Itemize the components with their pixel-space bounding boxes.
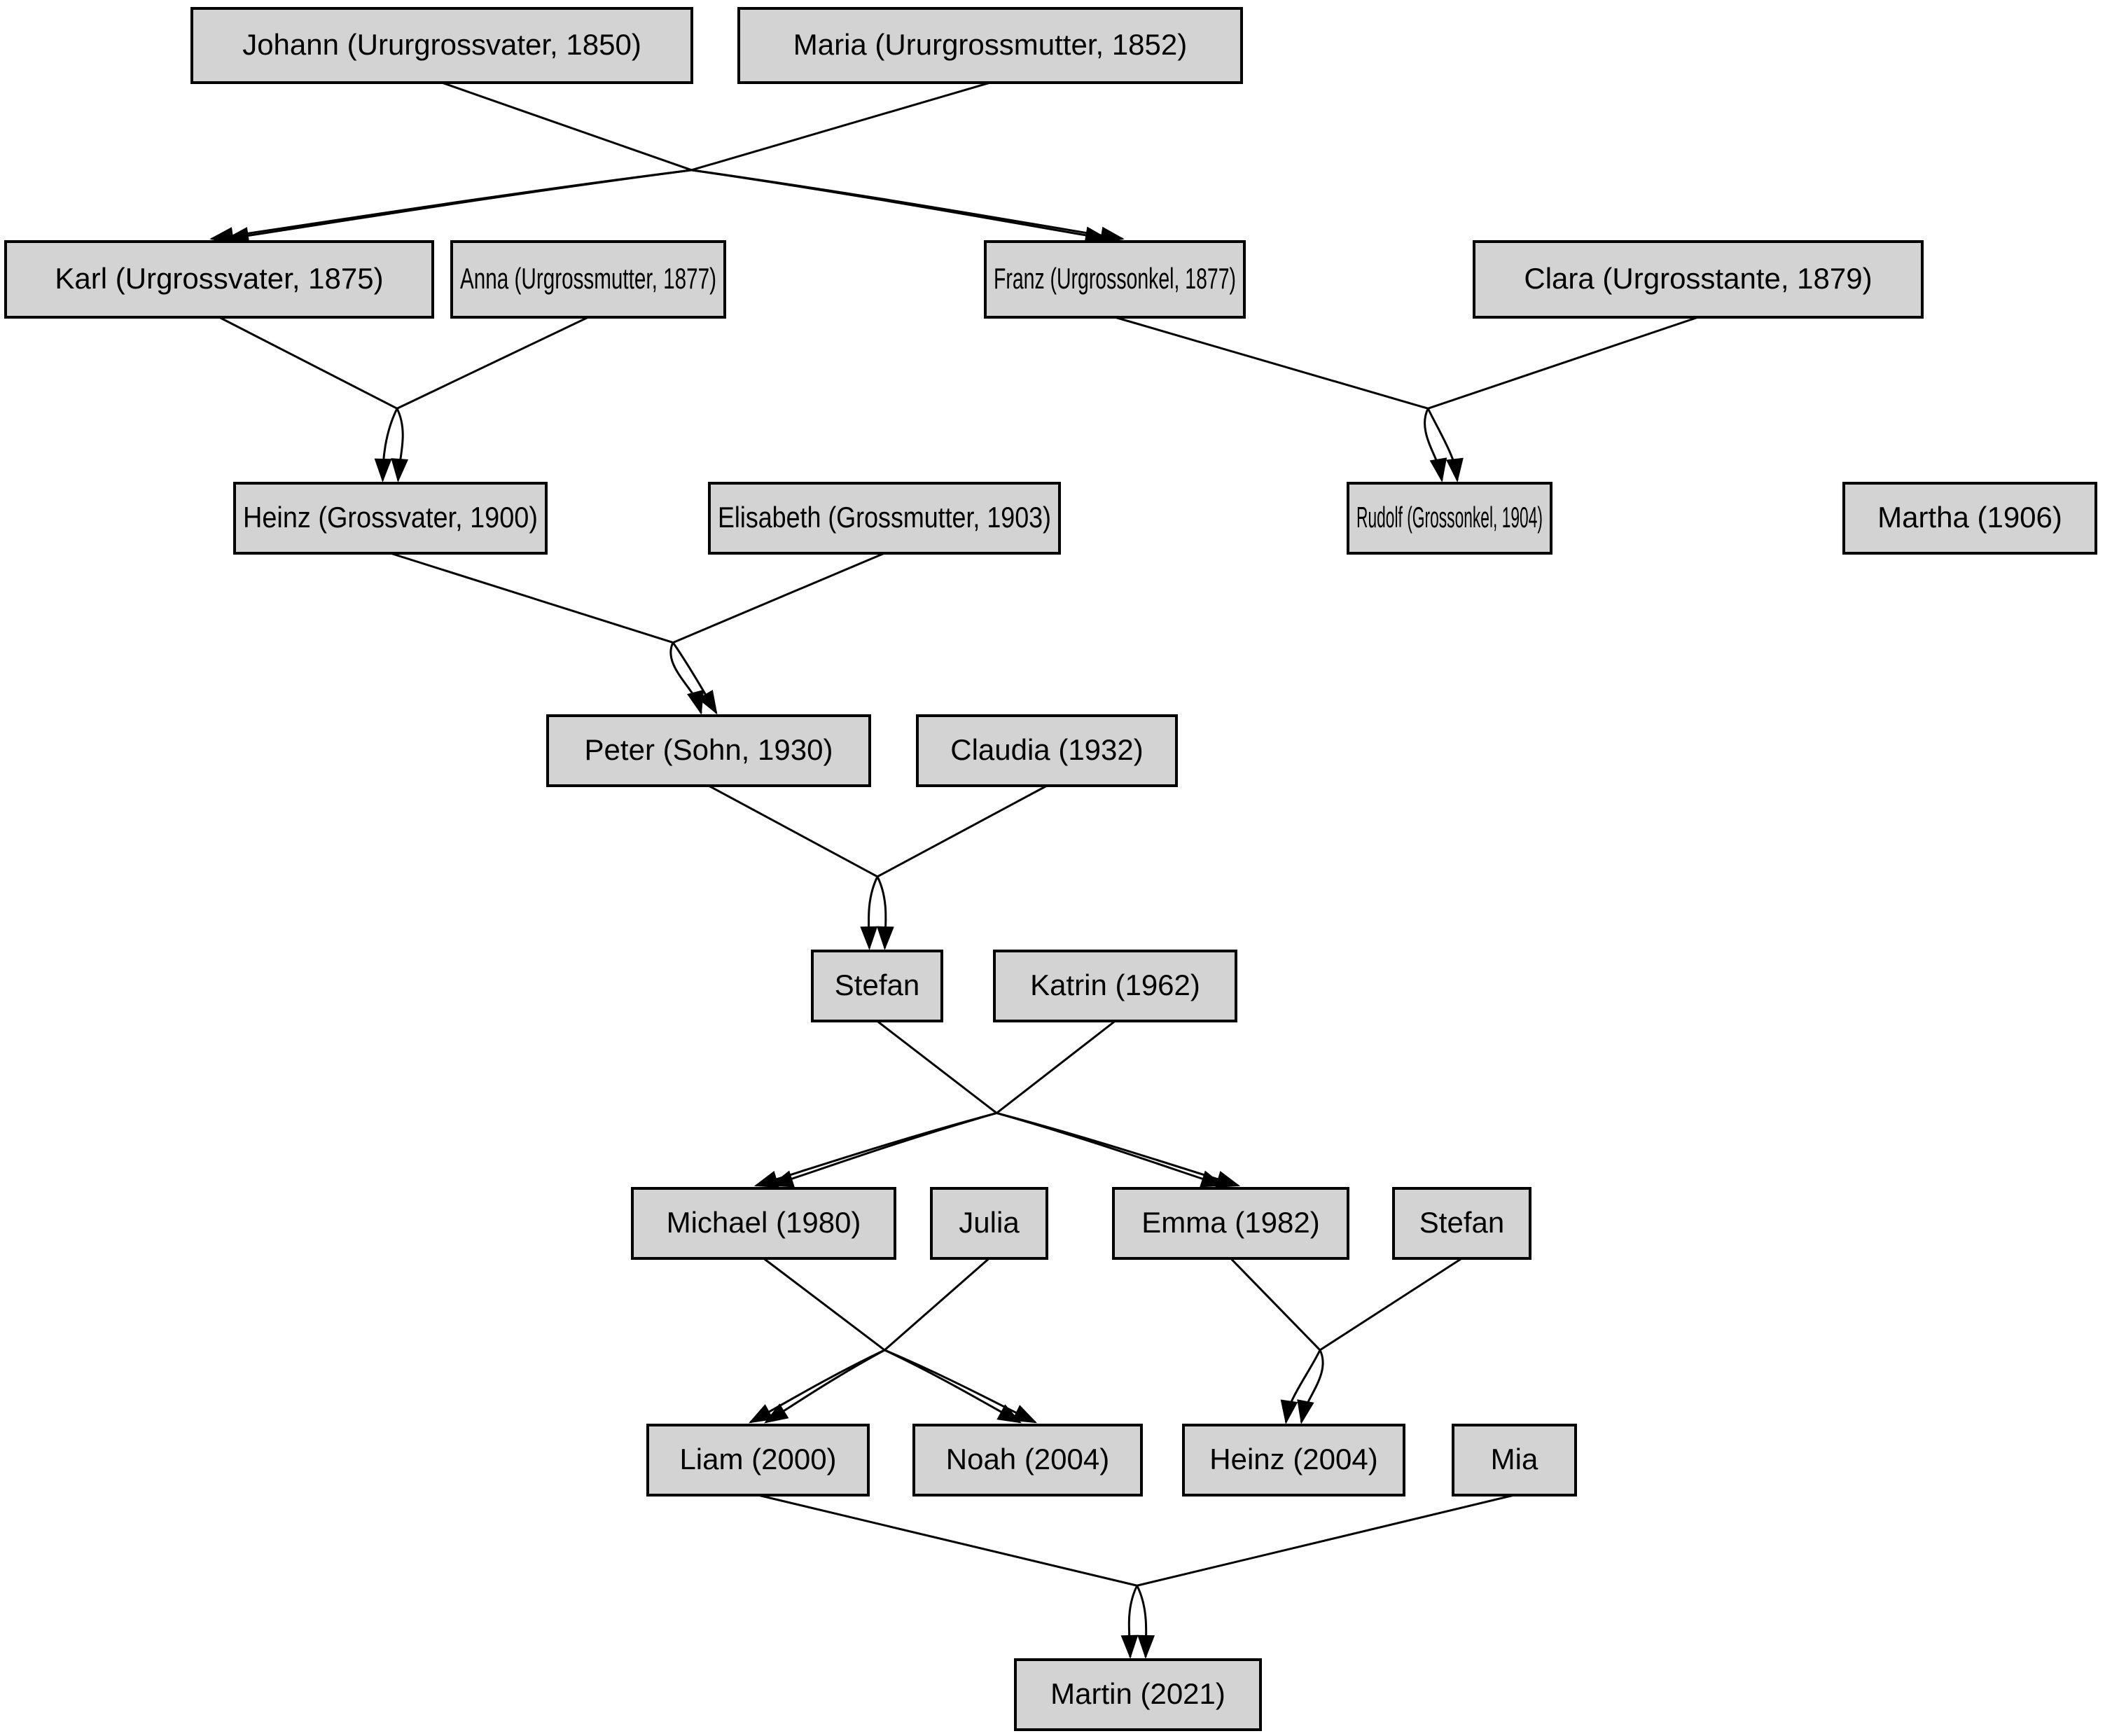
node-label-heinz_ch: Heinz (2004) [1209,1443,1377,1475]
node-label-elisabeth: Elisabeth (Grossmutter, 1903) [718,501,1051,534]
node-label-noah: Noah (2004) [946,1443,1109,1475]
node-box-rudolf[interactable] [1347,482,1552,555]
node-box-liam[interactable] [646,1424,870,1497]
node-martin[interactable]: Martin (2021) [1014,1658,1262,1731]
node-label-franz: Franz (Urgrossonkel, 1877) [994,262,1236,295]
node-box-heinz_ch[interactable] [1182,1424,1405,1497]
node-heinz_gv[interactable]: Heinz (Grossvater, 1900) [233,482,548,555]
node-noah[interactable]: Noah (2004) [912,1424,1143,1497]
node-label-julia: Julia [959,1206,1020,1239]
node-karl[interactable]: Karl (Urgrossvater, 1875) [4,240,434,319]
node-johann[interactable]: Johann (Ururgrossvater, 1850) [190,7,693,84]
node-box-stefan_m[interactable] [811,950,943,1022]
node-label-michael: Michael (1980) [667,1206,861,1239]
node-box-elisabeth[interactable] [708,482,1061,555]
node-label-karl: Karl (Urgrossvater, 1875) [55,262,383,295]
node-label-stefan_m: Stefan [835,968,919,1001]
node-box-johann[interactable] [190,7,693,84]
node-liam[interactable]: Liam (2000) [646,1424,870,1497]
node-heinz_ch[interactable]: Heinz (2004) [1182,1424,1405,1497]
node-label-rudolf: Rudolf (Grossonkel, 1904) [1356,501,1543,534]
node-label-johann: Johann (Ururgrossvater, 1850) [242,28,641,61]
node-box-karl[interactable] [4,240,434,319]
node-layer: Johann (Ururgrossvater, 1850) Maria (Urur… [4,7,2097,1731]
node-peter[interactable]: Peter (Sohn, 1930) [546,714,871,787]
node-label-mia: Mia [1491,1443,1538,1475]
node-box-martha[interactable] [1842,482,2097,555]
node-box-anna[interactable] [450,240,726,319]
node-elisabeth[interactable]: Elisabeth (Grossmutter, 1903) [708,482,1061,555]
node-rudolf[interactable]: Rudolf (Grossonkel, 1904) [1347,482,1552,555]
node-emma[interactable]: Emma (1982) [1112,1187,1349,1260]
node-box-mia[interactable] [1452,1424,1577,1497]
node-clara[interactable]: Clara (Urgrosstante, 1879) [1473,240,1924,319]
node-box-claudia[interactable] [916,714,1178,787]
node-box-stefan_f[interactable] [1392,1187,1531,1260]
node-label-liam: Liam (2000) [679,1443,836,1475]
node-box-martin[interactable] [1014,1658,1262,1731]
node-maria[interactable]: Maria (Ururgrossmutter, 1852) [737,7,1243,84]
node-label-martin: Martin (2021) [1050,1677,1225,1710]
node-box-noah[interactable] [912,1424,1143,1497]
node-box-maria[interactable] [737,7,1243,84]
node-martha[interactable]: Martha (1906) [1842,482,2097,555]
node-label-heinz_gv: Heinz (Grossvater, 1900) [243,501,538,534]
node-label-clara: Clara (Urgrosstante, 1879) [1524,262,1872,295]
node-label-stefan_f: Stefan [1419,1206,1504,1239]
node-claudia[interactable]: Claudia (1932) [916,714,1178,787]
node-box-julia[interactable] [930,1187,1048,1260]
edge-layer [209,81,1699,1659]
node-label-katrin: Katrin (1962) [1030,968,1200,1001]
node-julia[interactable]: Julia [930,1187,1048,1260]
node-label-peter: Peter (Sohn, 1930) [585,733,833,766]
node-label-anna: Anna (Urgrossmutter, 1877) [460,262,716,295]
node-label-emma: Emma (1982) [1141,1206,1319,1239]
node-box-katrin[interactable] [993,950,1237,1022]
node-box-michael[interactable] [631,1187,896,1260]
node-mia[interactable]: Mia [1452,1424,1577,1497]
node-katrin[interactable]: Katrin (1962) [993,950,1237,1022]
node-anna[interactable]: Anna (Urgrossmutter, 1877) [450,240,726,319]
node-stefan_m[interactable]: Stefan [811,950,943,1022]
node-michael[interactable]: Michael (1980) [631,1187,896,1260]
node-label-claudia: Claudia (1932) [950,733,1144,766]
node-box-heinz_gv[interactable] [233,482,548,555]
node-box-franz[interactable] [984,240,1246,319]
node-stefan_f[interactable]: Stefan [1392,1187,1531,1260]
node-box-peter[interactable] [546,714,871,787]
node-label-martha: Martha (1906) [1877,501,2062,534]
node-box-clara[interactable] [1473,240,1924,319]
node-box-emma[interactable] [1112,1187,1349,1260]
node-label-maria: Maria (Ururgrossmutter, 1852) [793,28,1188,61]
node-franz[interactable]: Franz (Urgrossonkel, 1877) [984,240,1246,319]
